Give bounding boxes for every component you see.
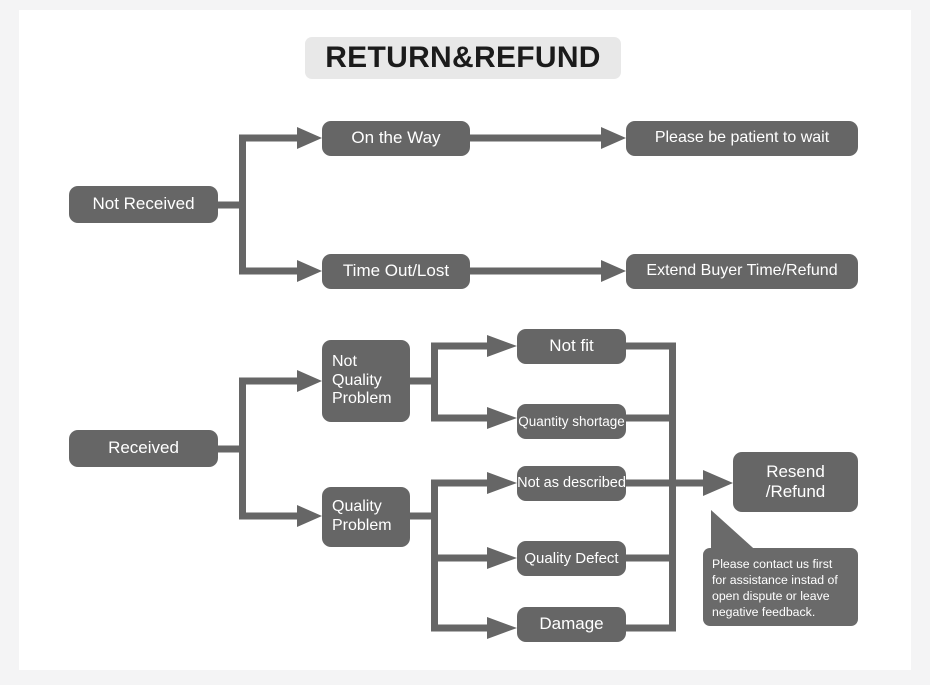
node-damage[interactable]: Damage <box>517 607 626 642</box>
node-extend-buyer-time-refund[interactable]: Extend Buyer Time/Refund <box>626 254 858 289</box>
node-time-out-lost[interactable]: Time Out/Lost <box>322 254 470 289</box>
node-quantity-shortage[interactable]: Quantity shortage <box>517 404 626 439</box>
node-not-quality-problem[interactable]: Not Quality Problem <box>322 340 410 422</box>
node-on-the-way[interactable]: On the Way <box>322 121 470 156</box>
node-not-as-described[interactable]: Not as described <box>517 466 626 501</box>
node-quality-defect[interactable]: Quality Defect <box>517 541 626 576</box>
page-title: RETURN&REFUND <box>305 37 621 79</box>
page-title-text: RETURN&REFUND <box>325 41 601 74</box>
node-not-received[interactable]: Not Received <box>69 186 218 223</box>
callout-contact-note: Please contact us first for assistance i… <box>703 548 858 626</box>
node-please-be-patient-to-wait[interactable]: Please be patient to wait <box>626 121 858 156</box>
node-quality-problem[interactable]: Quality Problem <box>322 487 410 547</box>
node-not-fit[interactable]: Not fit <box>517 329 626 364</box>
callout-tail-icon <box>711 510 762 556</box>
node-resend-refund[interactable]: Resend /Refund <box>733 452 858 512</box>
node-received[interactable]: Received <box>69 430 218 467</box>
